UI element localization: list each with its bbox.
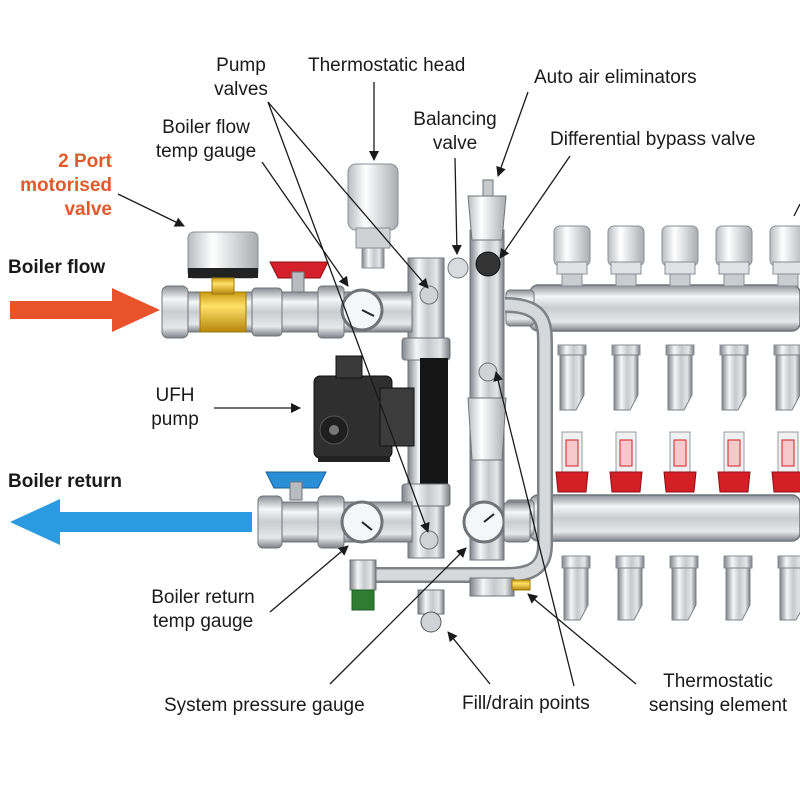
label-boiler-return-temp-gauge-line1: Boiler return (151, 587, 255, 608)
label-ufh-pump-line1: UFH (155, 385, 195, 406)
label-balancing-valve: Balancing valve (400, 108, 510, 156)
label-pump-valves-line1: Pump (216, 55, 266, 76)
label-balancing-valve-line1: Balancing (413, 109, 497, 130)
leader-lines (117, 82, 800, 687)
label-2-port-motorised-valve: 2 Port motorised valve (4, 150, 112, 222)
label-system-pressure-gauge: System pressure gauge (164, 695, 365, 716)
label-2-port-motorised-valve-line2: motorised (20, 175, 112, 196)
label-boiler-flow-temp-gauge-line2: temp gauge (155, 141, 257, 162)
label-pump-valves-line2: valves (214, 79, 268, 100)
label-boiler-return-temp-gauge: Boiler return temp gauge (138, 586, 268, 634)
label-thermostatic-sensing-element-line2: sensing element (648, 695, 788, 716)
boiler-return-arrow (10, 499, 252, 545)
label-differential-bypass-valve: Differential bypass valve (550, 129, 756, 150)
label-boiler-return-temp-gauge-line2: temp gauge (152, 611, 254, 632)
label-thermostatic-sensing-element: Thermostatic sensing element (640, 670, 796, 718)
label-boiler-flow-temp-gauge-line1: Boiler flow (162, 117, 250, 138)
label-boiler-flow: Boiler flow (8, 257, 106, 278)
label-thermostatic-sensing-element-line1: Thermostatic (663, 671, 773, 692)
mixing-unit (313, 163, 553, 633)
boiler-flow-arrow (10, 288, 160, 332)
label-thermostatic-head: Thermostatic head (308, 55, 466, 76)
label-balancing-valve-line2: valve (432, 133, 478, 154)
label-2-port-motorised-valve-line1: 2 Port (58, 151, 112, 172)
label-ufh-pump-line2: pump (151, 409, 199, 430)
label-fill-drain-points: Fill/drain points (462, 693, 590, 714)
label-pump-valves: Pump valves (196, 54, 286, 102)
manifold-top-ports (553, 225, 800, 411)
label-boiler-flow-temp-gauge: Boiler flow temp gauge (146, 116, 266, 164)
boiler-flow-line (161, 231, 413, 339)
boiler-return-line (257, 471, 531, 549)
manifold-headers (505, 284, 800, 542)
label-ufh-pump: UFH pump (140, 384, 210, 432)
label-2-port-motorised-valve-line3: valve (64, 199, 112, 220)
flow-meters (555, 431, 800, 493)
label-auto-air-eliminators: Auto air eliminators (534, 67, 697, 88)
label-boiler-return: Boiler return (8, 471, 123, 492)
manifold-bottom-ports (561, 555, 800, 621)
